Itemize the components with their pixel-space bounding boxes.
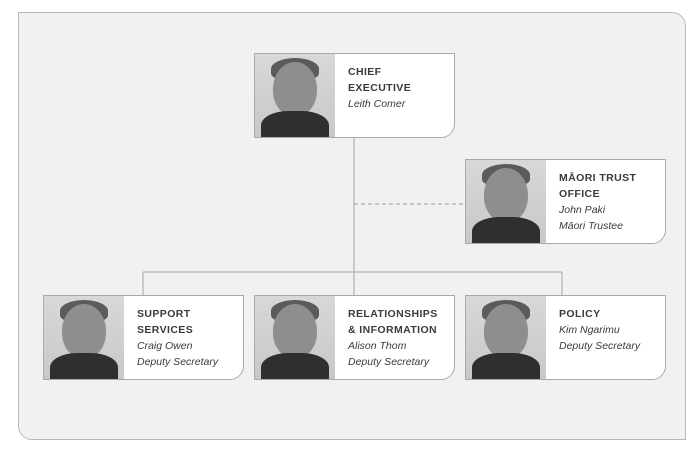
node-name: Leith Comer [348, 96, 446, 112]
node-name: Craig Owen [137, 338, 235, 354]
node-role: Māori Trustee [559, 218, 657, 234]
node-title: CHIEF EXECUTIVE [348, 64, 446, 96]
relationships-information-photo [255, 296, 335, 379]
node-title: OFFICE [559, 186, 657, 202]
chief-executive-photo [255, 54, 335, 137]
node-maori-trust-office: MĀORI TRUST OFFICE John Paki Māori Trust… [465, 159, 666, 244]
node-role: Deputy Secretary [348, 354, 446, 370]
node-policy: POLICY Kim Ngarimu Deputy Secretary [465, 295, 666, 380]
node-title: RELATIONSHIPS [348, 306, 446, 322]
node-title: MĀORI TRUST [559, 170, 657, 186]
node-name: Alison Thom [348, 338, 446, 354]
node-role: Deputy Secretary [137, 354, 235, 370]
maori-trustee-photo [466, 160, 546, 243]
node-name: John Paki [559, 202, 657, 218]
node-name: Kim Ngarimu [559, 322, 657, 338]
node-title: POLICY [559, 306, 657, 322]
node-title: & INFORMATION [348, 322, 446, 338]
node-title: SERVICES [137, 322, 235, 338]
policy-photo [466, 296, 546, 379]
node-chief-executive: CHIEF EXECUTIVE Leith Comer [254, 53, 455, 138]
support-services-photo [44, 296, 124, 379]
node-title: SUPPORT [137, 306, 235, 322]
node-role: Deputy Secretary [559, 338, 657, 354]
node-relationships-information: RELATIONSHIPS & INFORMATION Alison Thom … [254, 295, 455, 380]
node-support-services: SUPPORT SERVICES Craig Owen Deputy Secre… [43, 295, 244, 380]
